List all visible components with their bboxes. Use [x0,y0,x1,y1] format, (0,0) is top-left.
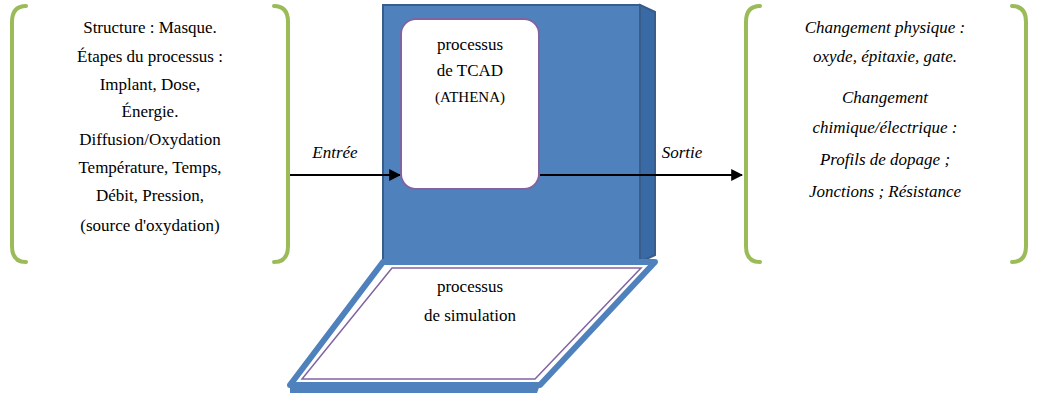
monitor-front [383,5,640,262]
node-text: Étapes du processus : [0,44,300,70]
node-text: oxyde, épitaxie, gate. [735,44,1035,70]
node-text: Température, Temps, [0,155,300,181]
right-bracket [1012,6,1026,262]
node-text: de simulation [320,303,620,329]
node-text: Énergie. [0,99,300,125]
node-heading: processus de TCAD [429,32,511,84]
right-bracket [274,6,288,262]
arrow-connector [290,174,400,176]
base-inner-line [302,268,641,379]
node-text: Implant, Dose, [0,72,300,98]
node-text: Jonctions ; Résistance [735,179,1035,205]
node-heading: Structure : Masque. [0,15,300,41]
node-text: Débit, Pression, [0,183,300,209]
node-text: Diffusion/Oxydation [0,127,300,153]
edge-label: Sortie [637,143,727,163]
arrow-connector [540,174,742,176]
keyboard-base: processus de simulation [286,258,660,408]
output-group: Changement physique :oxyde, épitaxie, ga… [742,8,1028,264]
base-outline [290,262,655,385]
node-heading: processus [320,274,620,300]
node-text: (ATHENA) [435,84,505,110]
input-group: Structure : Masque.Étapes du processus :… [10,8,290,264]
left-bracket [746,6,760,262]
screen-box: processus de TCAD(ATHENA) [400,18,540,190]
node-heading: Changement physique : [735,15,1035,41]
left-bracket [12,6,26,262]
node-text: chimique/électrique : [735,115,1035,141]
node-text: (source d'oxydation) [0,213,300,239]
edge-label: Entrée [290,143,380,163]
node-text: Changement [735,85,1035,111]
monitor-side [640,5,655,262]
node-text: Profils de dopage ; [735,147,1035,173]
